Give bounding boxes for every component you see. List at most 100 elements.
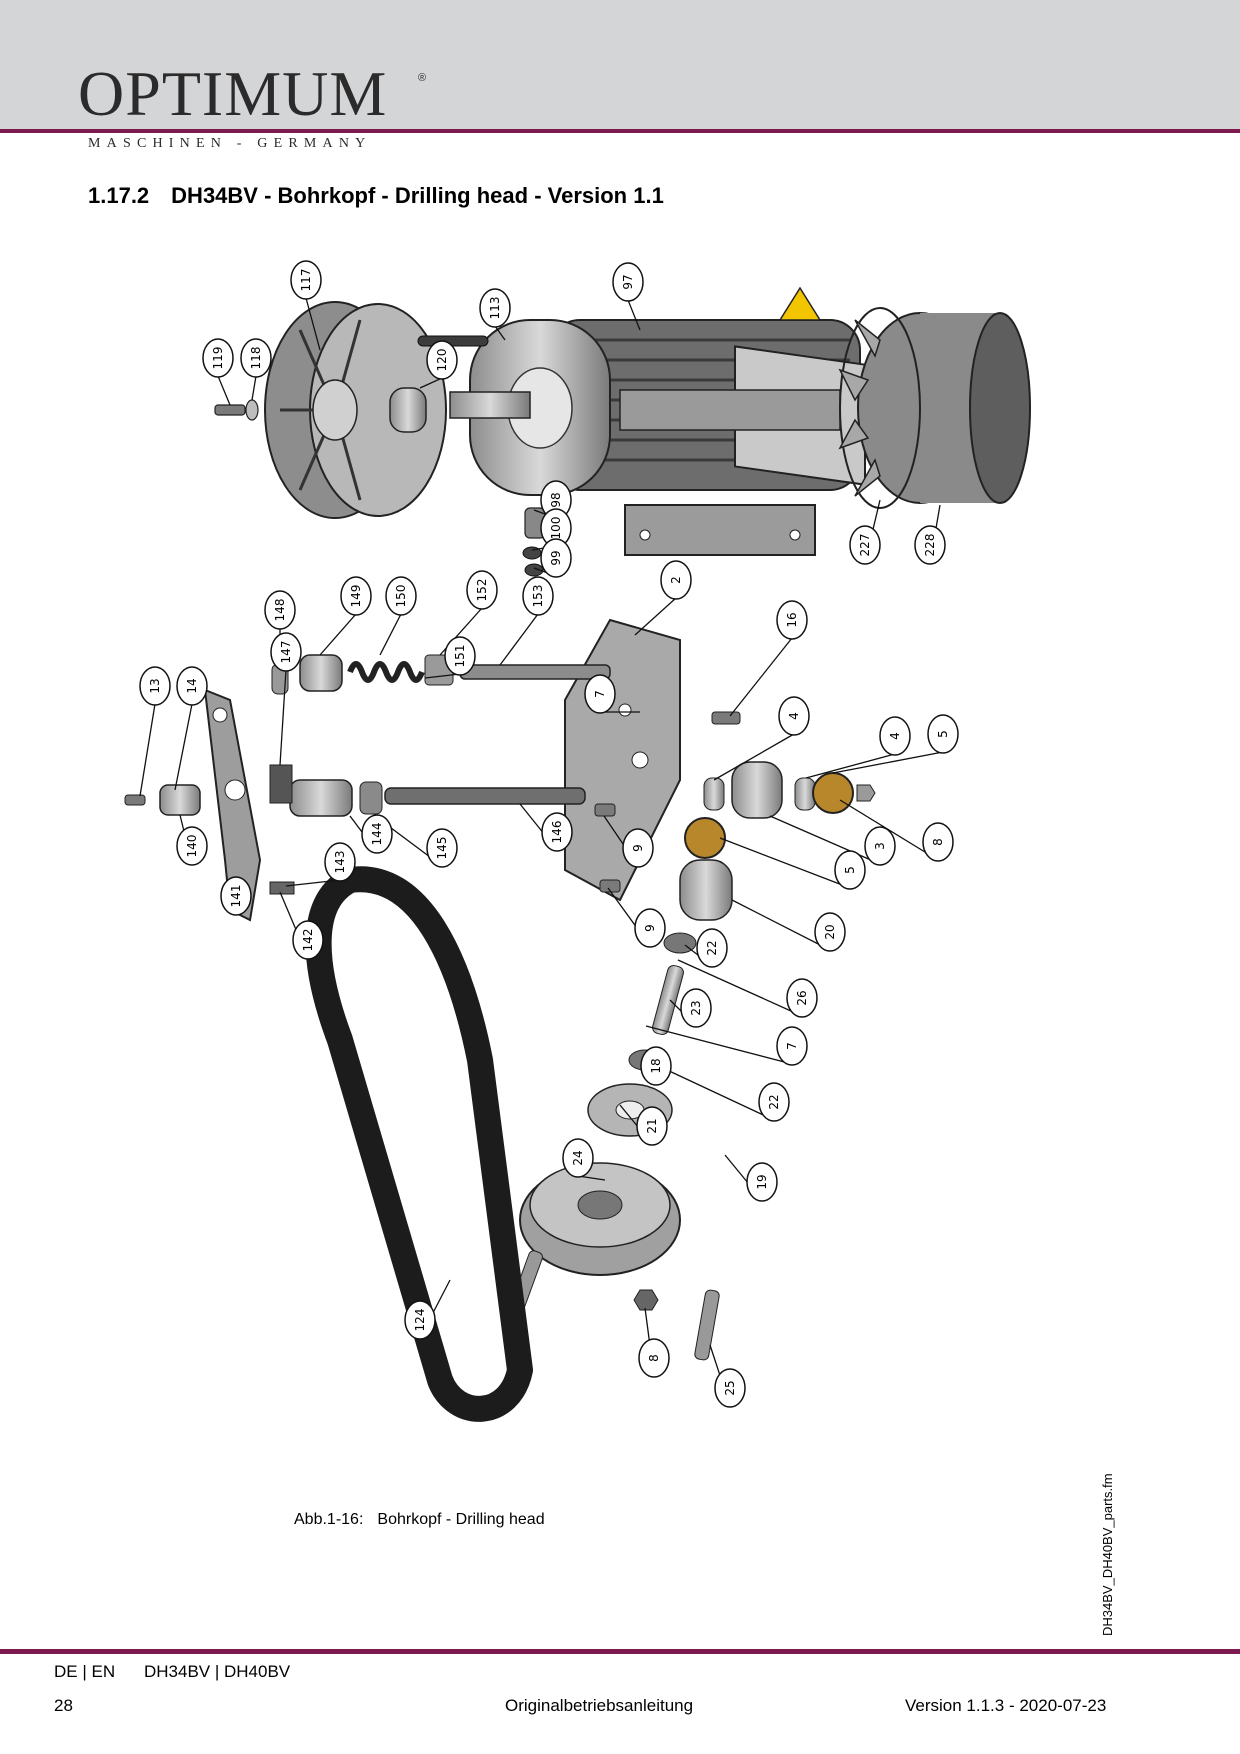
part-callout: 120 [426,340,458,380]
callout-leader [279,669,287,766]
part-callout: 26 [786,978,818,1018]
callout-leader [424,673,461,679]
gear-housing-part [731,761,783,819]
part-callout: 21 [636,1106,668,1146]
ring-part [359,781,383,815]
part-callout: 118 [240,338,272,378]
part-callout: 7 [584,674,616,714]
callout-leader [319,613,357,656]
header-band [0,0,1240,130]
callout-leader [832,751,944,774]
clamp-part [269,764,293,804]
part-number: 9 [631,844,645,852]
feed-lever-part [203,688,262,922]
callout-leader [305,297,321,351]
part-number: 18 [649,1058,663,1073]
part-callout: 7 [776,1026,808,1066]
washer-part [245,399,259,421]
part-number: 9 [643,924,657,932]
part-number: 16 [785,612,799,627]
part-callout: 19 [746,1162,778,1202]
part-callout: 145 [426,828,458,868]
part-callout: 9 [622,828,654,868]
part-number: 19 [755,1174,769,1189]
screw-part [214,404,246,416]
part-number: 14 [185,678,199,693]
part-number: 25 [723,1380,737,1395]
callout-leader [379,613,402,656]
part-callout: 140 [176,826,208,866]
part-number: 24 [571,1150,585,1165]
sleeve-part [289,779,353,817]
part-callout: 4 [879,716,911,756]
part-number: 3 [873,842,887,850]
part-number: 146 [550,821,564,844]
part-number: 113 [488,297,502,320]
spring-part [347,661,425,683]
sleeve-part [679,859,733,921]
section-heading: DH34BV - Bohrkopf - Drilling head - Vers… [171,183,664,208]
part-number: 5 [843,866,857,874]
motor-part [449,286,866,556]
part-number: 5 [936,730,950,738]
part-callout: 9 [634,908,666,948]
callout-leader [251,375,257,401]
part-callout: 144 [361,814,393,854]
page-number: 28 [54,1696,73,1715]
part-number: 140 [185,835,199,858]
part-number: 150 [394,585,408,608]
part-number: 7 [593,690,607,698]
key-part [417,335,489,347]
part-number: 8 [931,838,945,846]
part-number: 26 [795,990,809,1005]
bearing-part [703,777,725,811]
part-number: 8 [647,1354,661,1362]
part-callout: 143 [324,842,356,882]
part-callout: 146 [541,812,573,852]
part-callout: 25 [714,1368,746,1408]
pin-part [694,1289,720,1361]
part-callout: 13 [139,666,171,706]
threaded-rod-part [459,664,611,680]
part-number: 22 [705,940,719,955]
part-number: 100 [549,517,563,540]
spindle-pulley-part [519,1162,681,1276]
shaft-part [652,964,684,1036]
part-callout: 97 [612,262,644,302]
part-callout: 142 [292,920,324,960]
part-number: 23 [689,1000,703,1015]
part-number: 21 [645,1118,659,1133]
callout-leader [174,703,193,791]
callout-leader [677,959,803,1017]
part-callout: 2 [660,560,692,600]
part-callout: 24 [562,1138,594,1178]
nut-part [524,563,544,577]
part-callout: 100 [540,508,572,548]
part-number: 20 [823,924,837,939]
part-number: 4 [888,732,902,740]
bushing-part [159,784,201,816]
part-number: 145 [435,837,449,860]
callout-leader [494,325,506,341]
part-number: 118 [249,347,263,370]
part-number: 99 [549,550,563,565]
part-callout: 152 [466,570,498,610]
part-number: 7 [785,1042,799,1050]
caption-label: Abb.1-16: [294,1511,364,1528]
callout-leader [627,299,641,331]
nut-part [856,784,876,802]
part-number: 143 [333,851,347,874]
part-callout: 113 [479,288,511,328]
callout-leader [419,377,443,389]
part-number: 153 [531,585,545,608]
part-callout: 124 [404,1300,436,1340]
brand-subtitle: MASCHINEN - GERMANY [88,136,372,151]
part-number: 142 [301,929,315,952]
part-callout: 18 [640,1046,672,1086]
callout-leader [713,733,795,781]
document-type: Originalbetriebsanleitung [505,1696,694,1715]
sleeve-part [389,387,427,433]
callout-leader [805,753,896,779]
figure-caption: Abb.1-16:Bohrkopf - Drilling head [294,1511,545,1529]
